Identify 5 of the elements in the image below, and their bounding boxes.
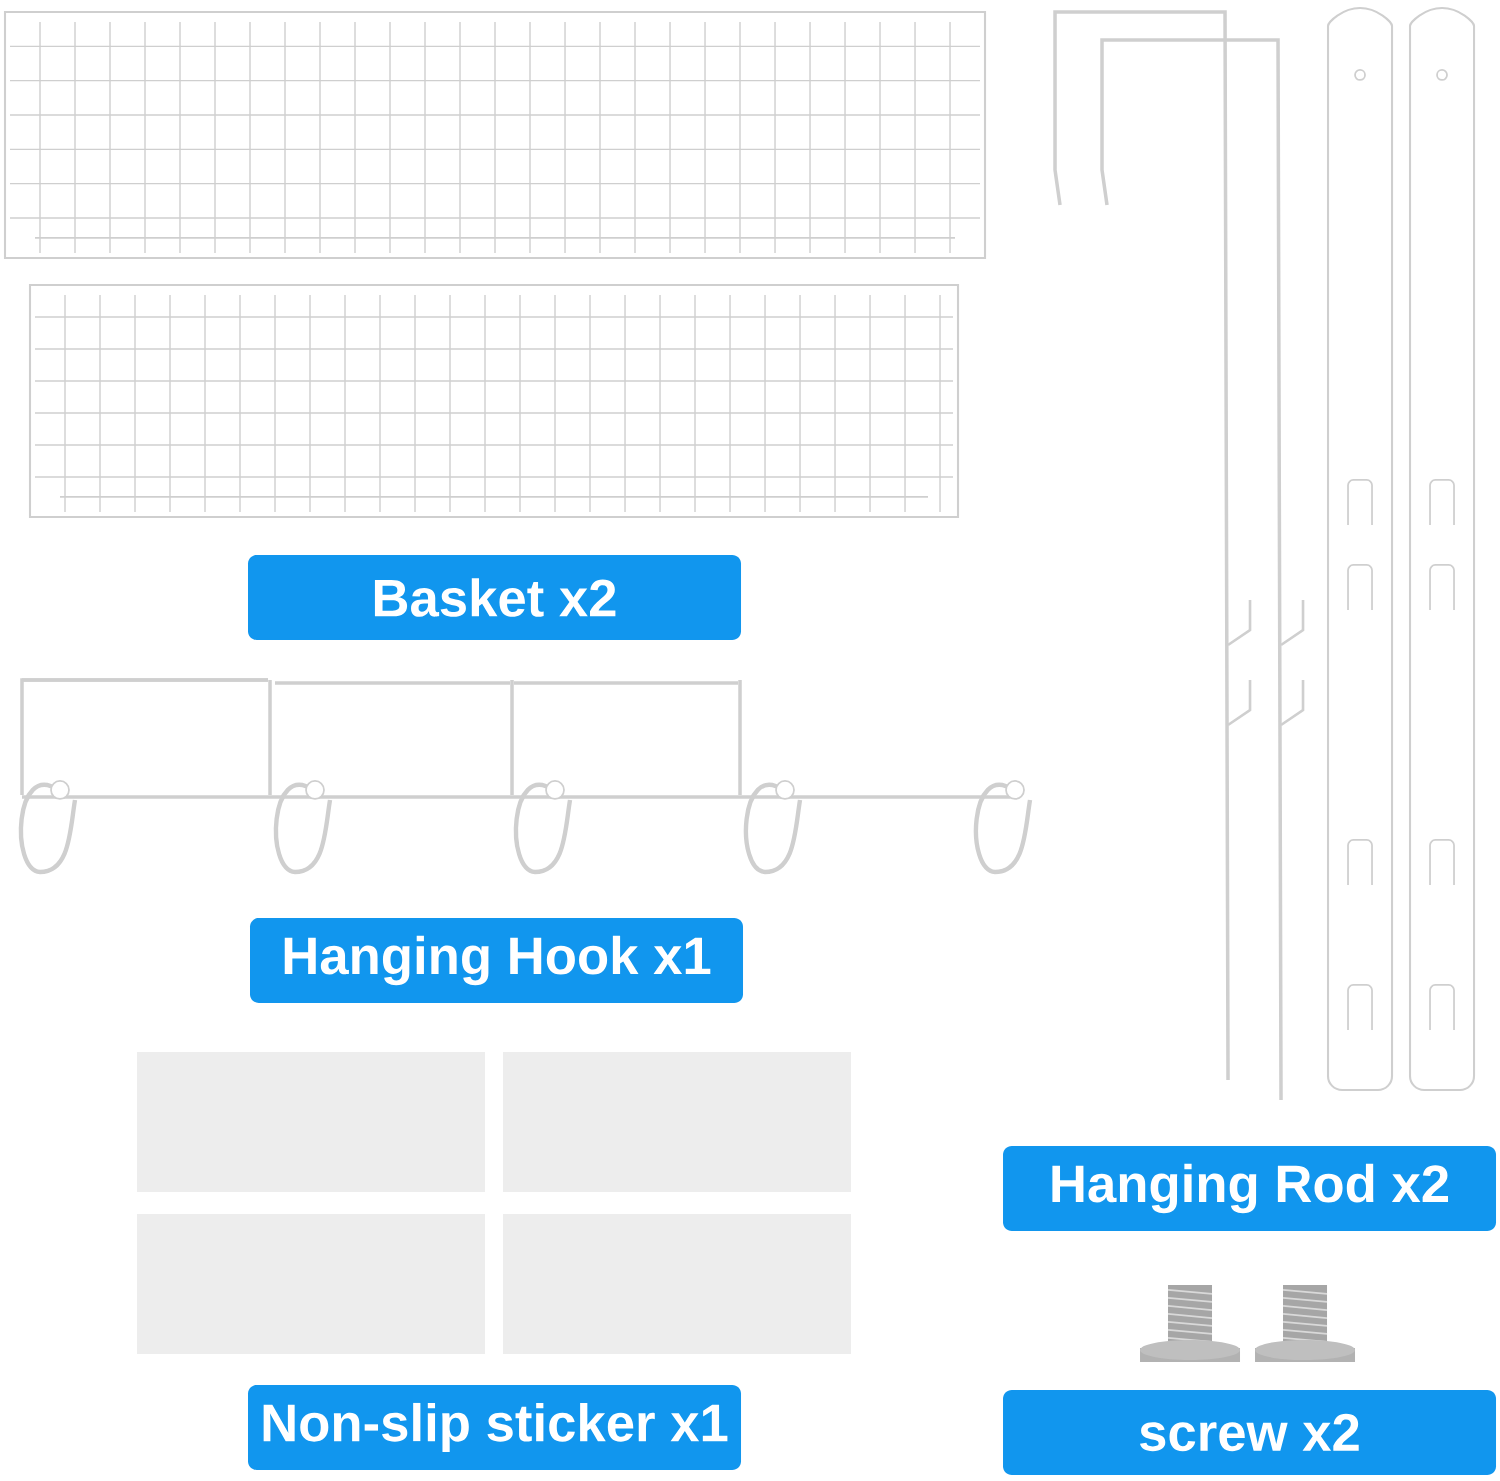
- label-box: Non-slip sticker x1: [248, 1385, 741, 1470]
- label-box: Hanging Hook x1: [250, 918, 743, 1003]
- label-box: screw x2: [1003, 1390, 1496, 1475]
- label-box: Hanging Rod x2: [1003, 1146, 1496, 1231]
- label-box: Basket x2: [248, 555, 741, 640]
